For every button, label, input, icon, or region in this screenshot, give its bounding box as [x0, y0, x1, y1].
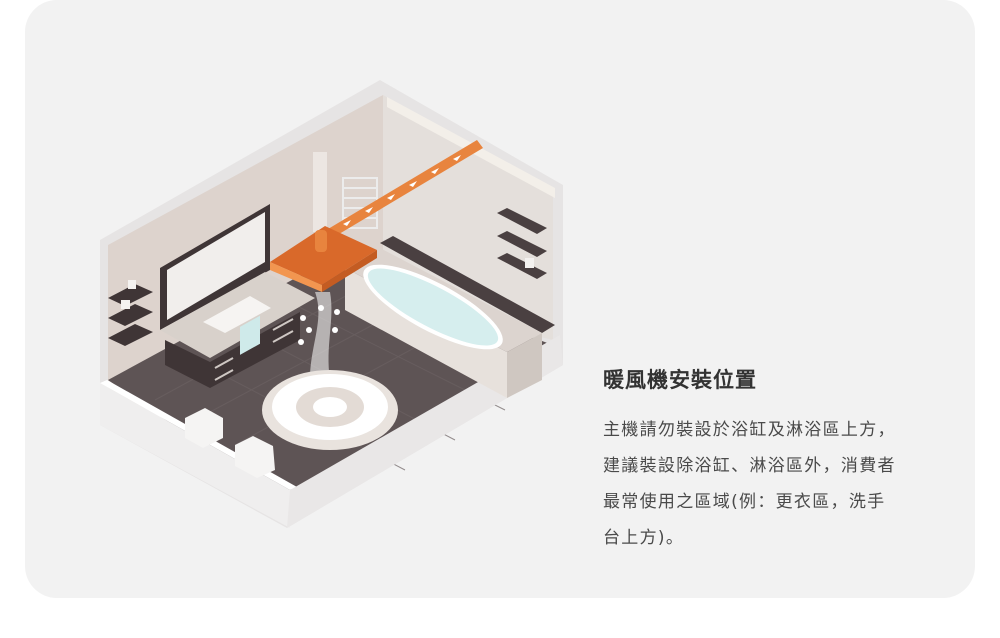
content-card: 暖風機安裝位置 主機請勿裝設於浴缸及淋浴區上方， 建議裝設除浴缸、淋浴區外，消費… [25, 0, 975, 598]
section-title: 暖風機安裝位置 [603, 368, 757, 392]
body-line-4: 台上方)。 [603, 528, 685, 548]
bathroom-illustration [100, 80, 563, 528]
body-line-2: 建議裝設除浴缸、淋浴區外，消費者 [603, 456, 896, 476]
body-line-3: 最常使用之區域(例：更衣區，洗手 [603, 492, 886, 512]
body-line-1: 主機請勿裝設於浴缸及淋浴區上方， [603, 420, 896, 440]
info-text-block: 暖風機安裝位置 主機請勿裝設於浴缸及淋浴區上方， 建議裝設除浴缸、淋浴區外，消費… [603, 366, 983, 556]
